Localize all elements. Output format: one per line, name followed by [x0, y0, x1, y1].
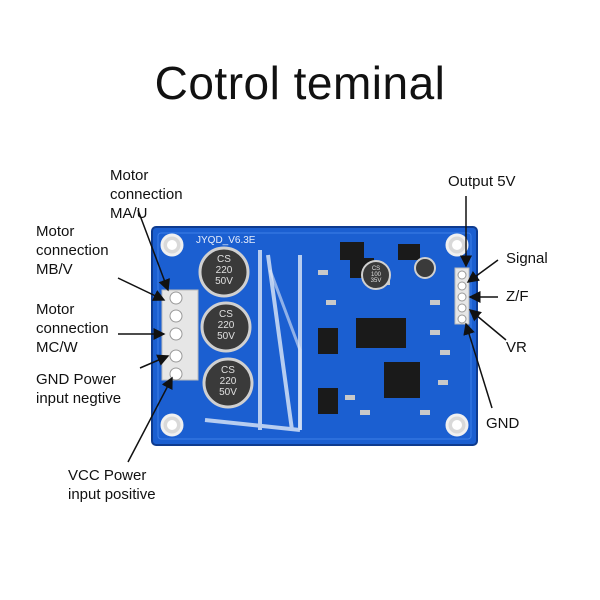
- page-title: Cotrol teminal: [154, 57, 446, 109]
- label-line: connection: [110, 186, 183, 203]
- label-line: Output 5V: [448, 173, 516, 190]
- arrow-signal: [466, 259, 499, 283]
- label-line: input positive: [68, 486, 156, 503]
- arrow-vcc-power: [127, 376, 173, 463]
- transistor: [398, 244, 420, 260]
- label-signal: Signal: [506, 249, 548, 268]
- label-line: VCC Power: [68, 467, 147, 484]
- label-zf: Z/F: [506, 287, 529, 306]
- transistor: [318, 388, 338, 414]
- label-motor-mb-v: Motor connection MB/V: [36, 222, 109, 279]
- small-capacitor: [414, 257, 436, 279]
- arrow-vr: [468, 309, 507, 341]
- label-line: VR: [506, 339, 527, 356]
- label-output-5v: Output 5V: [448, 172, 516, 191]
- label-motor-ma-u: Motor connection MA/U: [110, 166, 183, 223]
- arrow-gnd-power: [139, 354, 170, 369]
- mounting-hole: [445, 413, 469, 437]
- label-line: Signal: [506, 250, 548, 267]
- label-line: GND: [486, 415, 520, 432]
- label-line: GND Power: [36, 371, 117, 388]
- label-gnd-power: GND Power input negtive: [36, 370, 121, 408]
- label-vcc-power: VCC Power input positive: [68, 466, 156, 504]
- label-line: MC/W: [36, 339, 78, 356]
- arrow-motor-ma-u: [137, 209, 170, 292]
- arrow-gnd: [463, 322, 493, 409]
- label-line: MA/U: [110, 205, 148, 222]
- mounting-hole: [445, 233, 469, 257]
- mounting-hole: [160, 413, 184, 437]
- arrow-motor-mb-v: [117, 277, 166, 301]
- label-line: Z/F: [506, 288, 529, 305]
- motor-terminal-block: [161, 289, 199, 381]
- label-line: connection: [36, 242, 109, 259]
- label-line: connection: [36, 320, 109, 337]
- control-header: [454, 267, 470, 325]
- silkscreen-label: JYQD_V6.3E: [196, 235, 256, 246]
- label-line: Motor: [36, 301, 75, 318]
- ic-chip: [356, 318, 406, 348]
- label-vr: VR: [506, 338, 527, 357]
- ic-chip: [384, 362, 420, 398]
- label-motor-mc-w: Motor connection MC/W: [36, 300, 109, 357]
- label-line: MB/V: [36, 261, 73, 278]
- transistor: [318, 328, 338, 354]
- label-gnd: GND: [486, 414, 519, 433]
- label-line: Motor: [110, 167, 149, 184]
- label-line: input negtive: [36, 390, 122, 407]
- transistor: [340, 242, 364, 260]
- mounting-hole: [160, 233, 184, 257]
- label-line: Motor: [36, 223, 75, 240]
